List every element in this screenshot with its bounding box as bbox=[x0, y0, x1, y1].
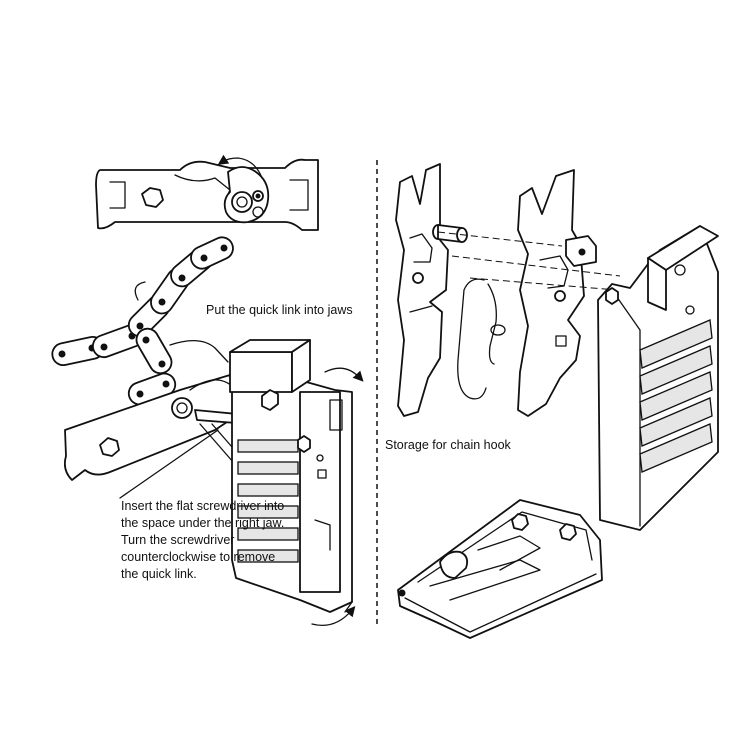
top-plate-illustration bbox=[95, 154, 319, 231]
exploded-view-illustration bbox=[395, 163, 719, 531]
hex-socket-icon bbox=[297, 435, 311, 453]
chain-illustration bbox=[51, 236, 234, 406]
chain-hook-icon bbox=[457, 278, 497, 400]
label-put-quick-link: Put the quick link into jaws bbox=[206, 303, 353, 317]
hex-socket-icon bbox=[605, 287, 619, 305]
pin-icon bbox=[432, 224, 468, 243]
hex-socket-icon bbox=[511, 513, 529, 531]
blade-stack bbox=[639, 319, 713, 473]
instruction-line: Insert the flat screwdriver into bbox=[121, 499, 285, 513]
pin-icon bbox=[565, 235, 597, 267]
rotate-arrow-icon bbox=[311, 606, 356, 627]
hex-socket-icon bbox=[99, 437, 120, 457]
left-tool-illustration bbox=[63, 339, 364, 627]
instruction-line: the space under the right jaw. bbox=[121, 516, 285, 530]
hex-socket-icon bbox=[141, 187, 164, 208]
instruction-line: counterclockwise to remove bbox=[121, 550, 276, 564]
instruction-line: Turn the screwdriver bbox=[121, 533, 235, 547]
folded-tool-illustration bbox=[397, 499, 603, 639]
rotate-arrow-icon bbox=[324, 367, 364, 382]
label-insert-screwdriver: Insert the flat screwdriver into the spa… bbox=[121, 498, 284, 583]
hex-socket-icon bbox=[559, 523, 577, 541]
blade-stack bbox=[237, 439, 299, 563]
instruction-line: the quick link. bbox=[121, 567, 197, 581]
rotate-arrow-icon bbox=[217, 154, 263, 179]
label-storage-chain-hook: Storage for chain hook bbox=[385, 438, 511, 452]
